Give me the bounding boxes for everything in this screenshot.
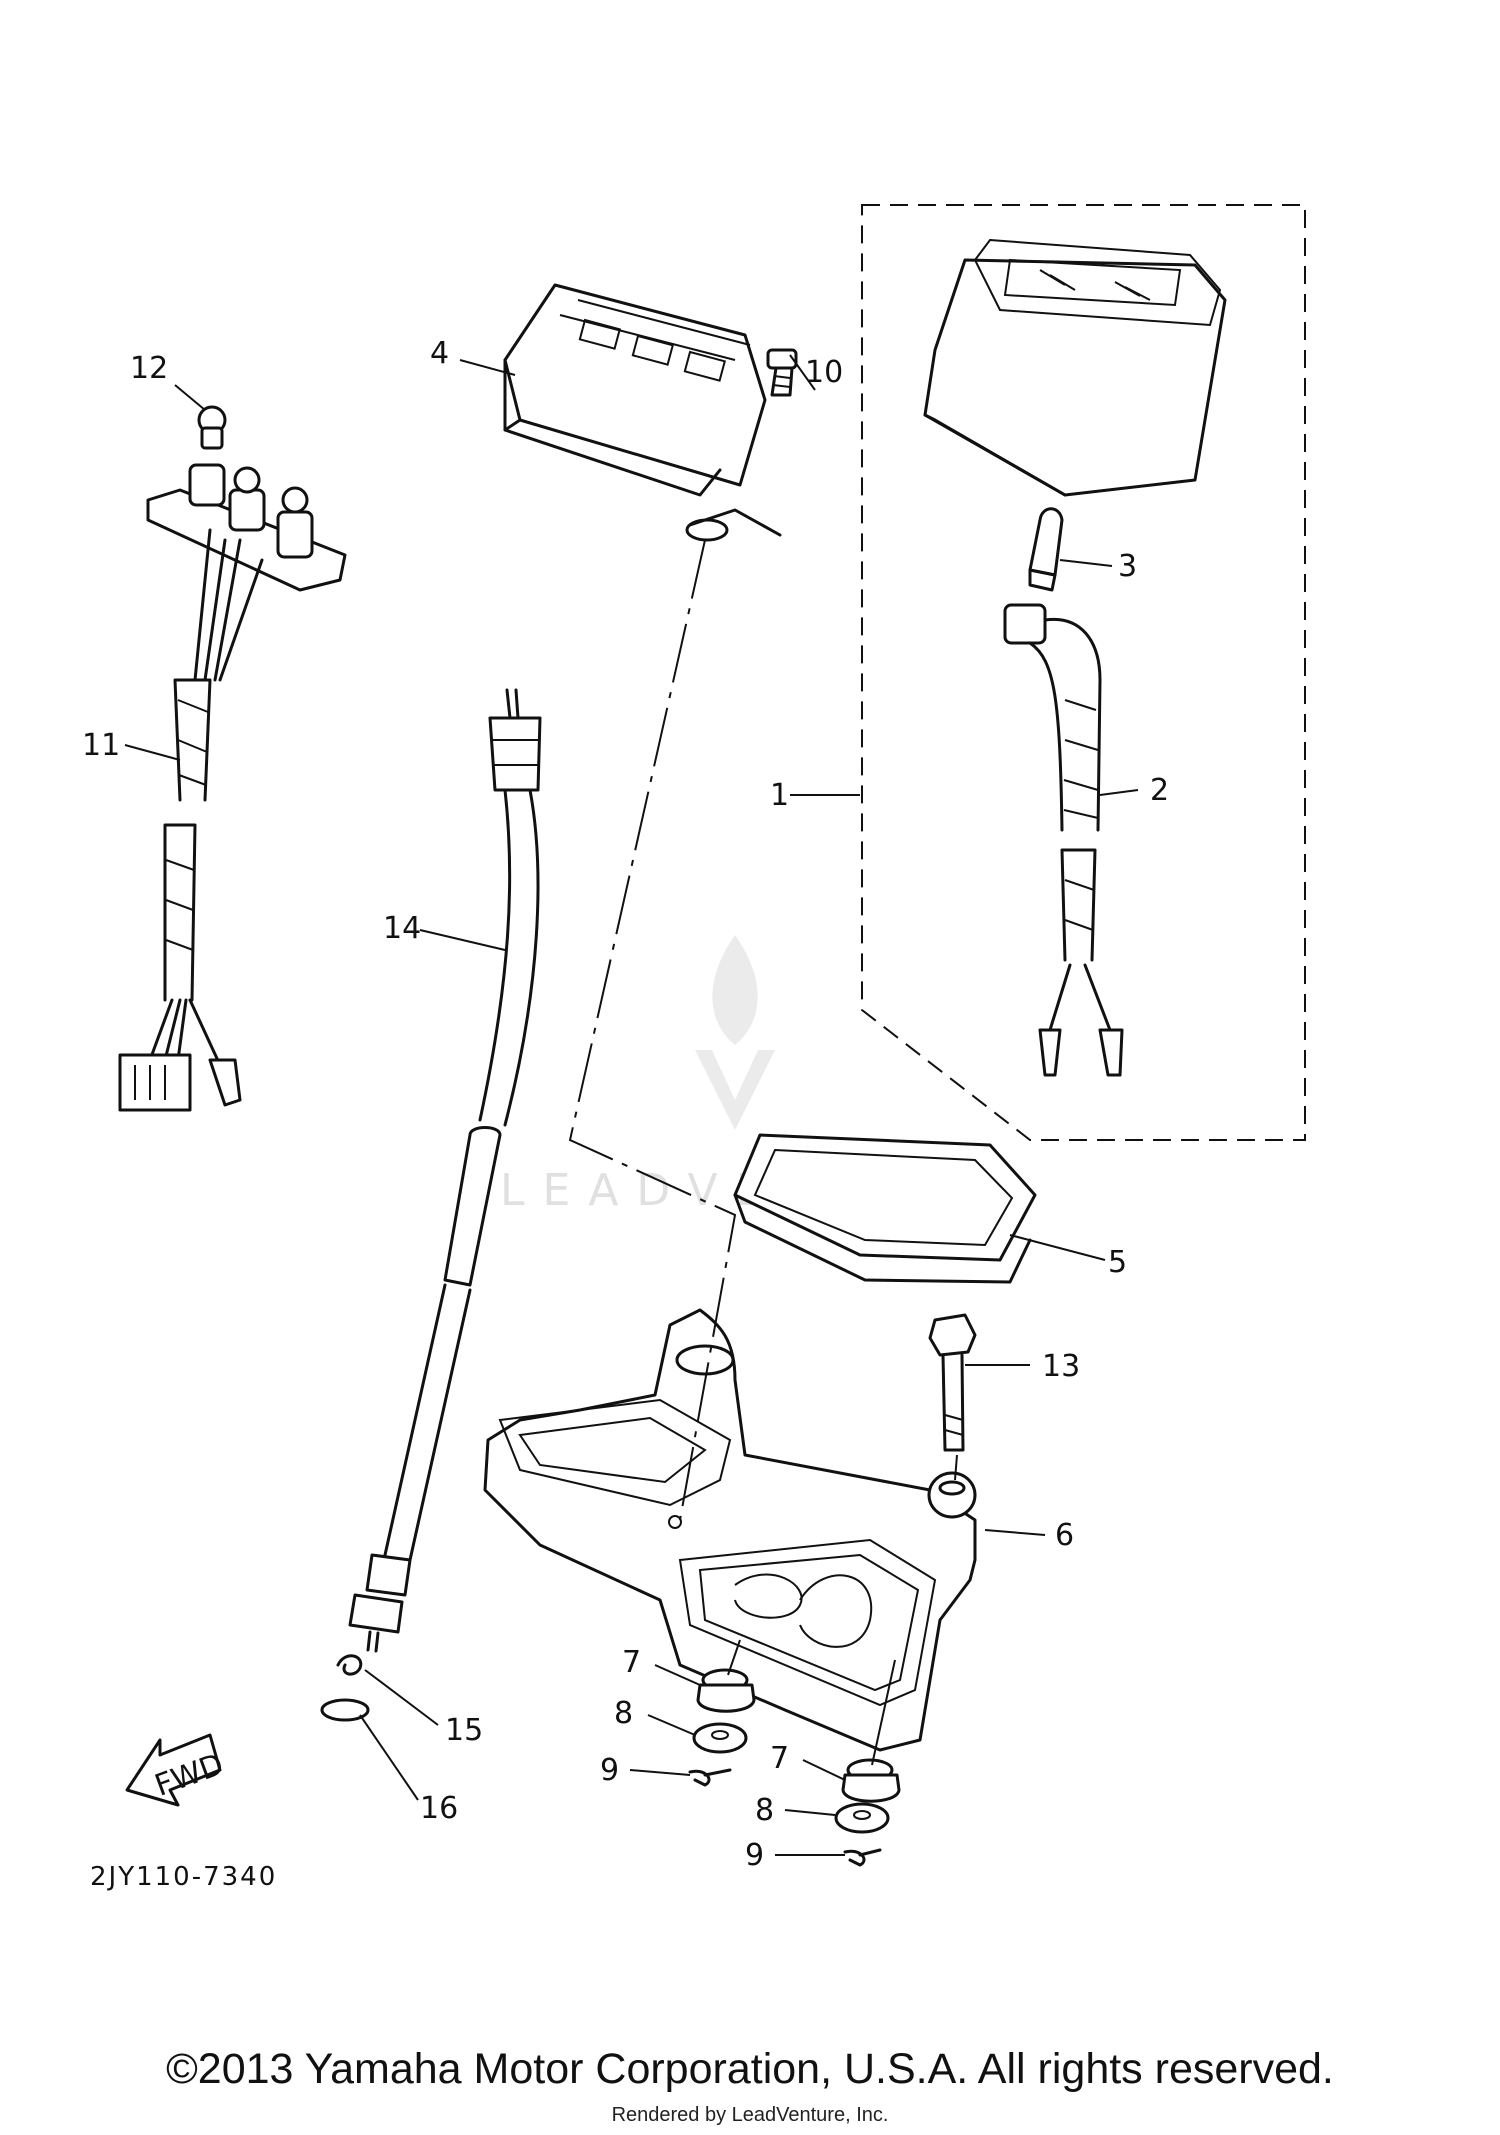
damper-rubber-rear [841, 1758, 901, 1803]
speedometer-cable [348, 688, 542, 1653]
part-label-4: 4 [430, 336, 449, 371]
part-label-8-front: 8 [614, 1696, 633, 1731]
part-label-3: 3 [1118, 549, 1137, 584]
damper-rubber-front [696, 1668, 756, 1713]
part-label-5: 5 [1108, 1245, 1127, 1280]
bulb [1028, 507, 1064, 592]
part-label-7-front: 7 [622, 1645, 641, 1680]
part-label-2: 2 [1150, 773, 1169, 808]
part-label-14: 14 [383, 911, 421, 946]
speedometer-head [923, 238, 1227, 497]
part-label-10: 10 [805, 355, 843, 390]
clip [336, 1654, 363, 1676]
part-label-1: 1 [770, 778, 789, 813]
part-label-12: 12 [130, 351, 168, 386]
part-label-16: 16 [420, 1791, 458, 1826]
cotter-pin-front [688, 1768, 732, 1787]
indicator-harness [118, 463, 347, 1112]
diagram-code: 2JY110-7340 [90, 1862, 277, 1892]
meter-gasket [733, 1133, 1037, 1284]
part-label-15: 15 [445, 1713, 483, 1748]
part-label-9-rear: 9 [745, 1838, 764, 1873]
part-label-11: 11 [82, 728, 120, 763]
mounting-bolt [928, 1313, 977, 1452]
copyright-notice: ©2013 Yamaha Motor Corporation, U.S.A. A… [166, 2045, 1334, 2093]
assembly-guide-lines [568, 539, 958, 1766]
cotter-pin-rear [843, 1848, 882, 1867]
rendered-by-credit: Rendered by LeadVenture, Inc. [611, 2104, 889, 2126]
part-number-labels: 4 10 3 2 1 12 11 14 5 13 6 7 8 9 7 8 9 1… [82, 336, 1169, 1873]
o-ring [320, 1698, 370, 1722]
part-label-7-rear: 7 [770, 1741, 789, 1776]
part-label-6: 6 [1055, 1518, 1074, 1553]
screw [766, 348, 798, 397]
washer-front [692, 1722, 748, 1754]
indicator-bulb [197, 405, 227, 450]
meter-bracket [483, 1308, 977, 1752]
kit-boundary-dashed [861, 204, 1306, 1141]
fwd-arrow-icon: FWD [125, 1733, 228, 1807]
lamp-socket-wire [1003, 603, 1124, 1077]
part-label-9-front: 9 [600, 1753, 619, 1788]
part-label-13: 13 [1042, 1349, 1080, 1384]
washer-rear [834, 1802, 890, 1834]
meter-housing [503, 283, 782, 542]
leader-lines [124, 354, 1139, 1856]
part-label-8-rear: 8 [755, 1793, 774, 1828]
